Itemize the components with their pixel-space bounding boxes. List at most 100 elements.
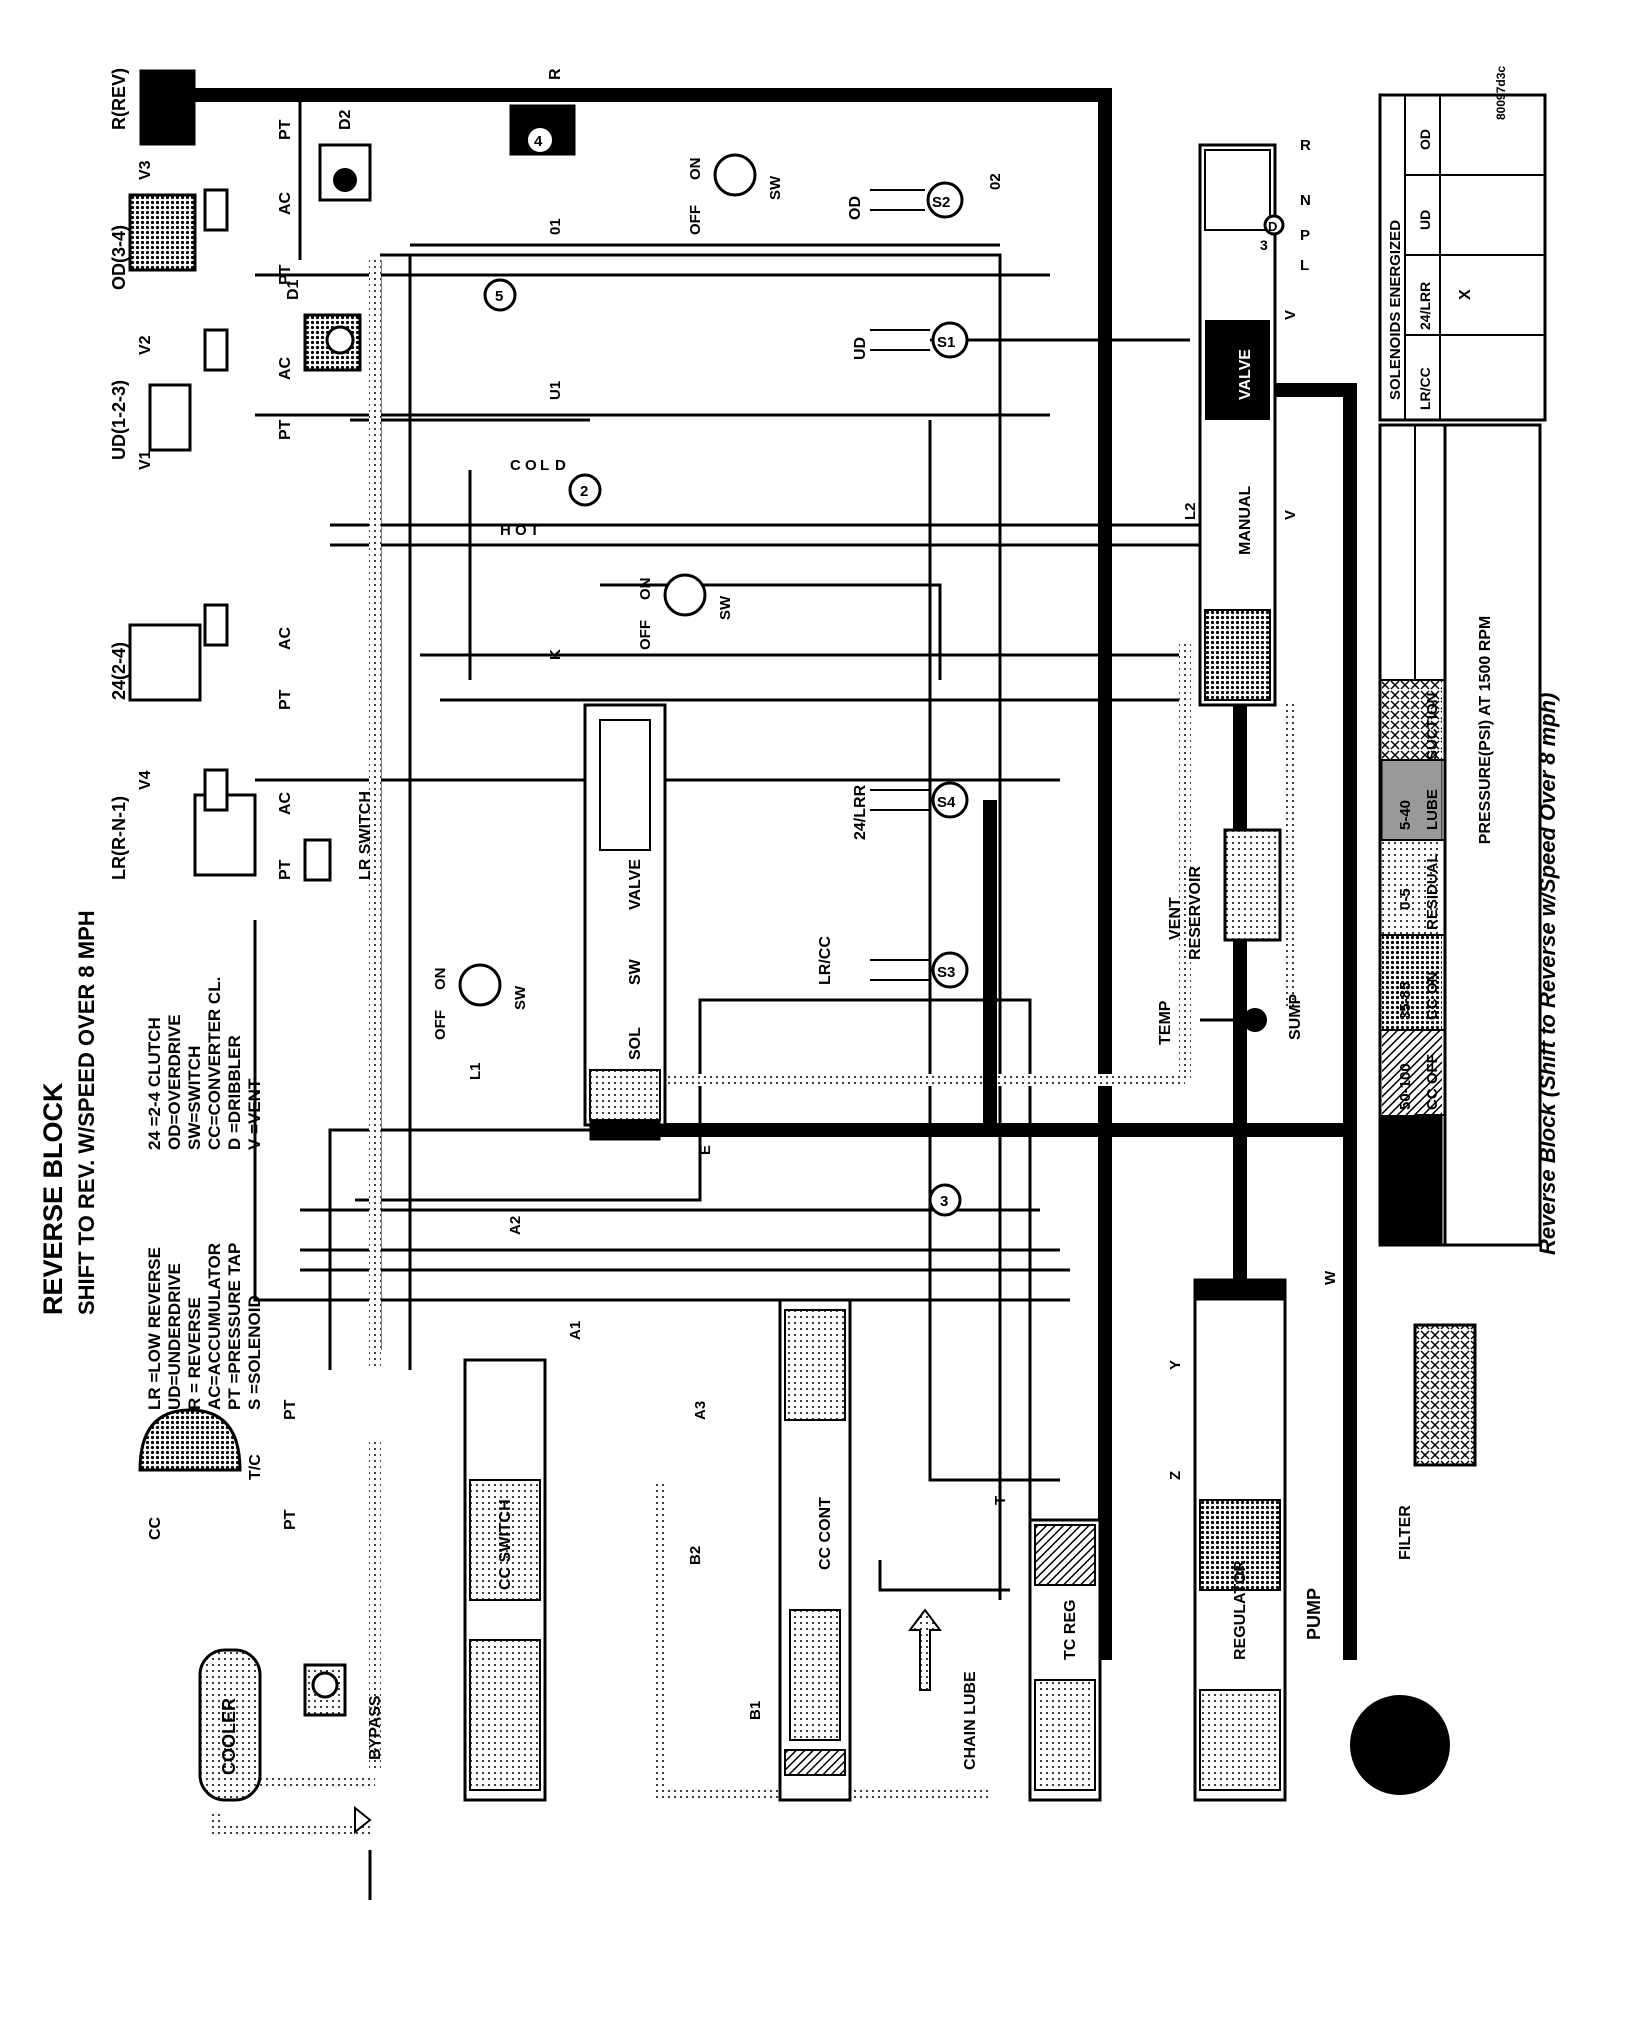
solenoid-table: SOLENOIDS ENERGIZED LR/CC 24/LRR UD OD X (1378, 93, 1547, 422)
pt-label: PT (282, 1509, 299, 1530)
cold-letter: C (510, 457, 521, 474)
pump-label: PUMP (1304, 1588, 1324, 1640)
check-number: 4 (534, 133, 543, 150)
clutch-reverse: R(REV) PT (109, 68, 294, 146)
cold-letter: D (555, 457, 566, 474)
solenoid-label: S2 (932, 194, 950, 211)
pressure-range: 50-100 (1397, 1063, 1414, 1110)
valve-label: V2 (137, 335, 154, 355)
passage-label: A2 (507, 1216, 524, 1235)
cooler-label: COOLER (219, 1698, 239, 1775)
bypass-label: BYPASS (367, 1695, 384, 1760)
chain-lube: CHAIN LUBE (908, 1608, 979, 1770)
valve-label: V1 (137, 450, 154, 470)
switch-off-label: OFF (432, 1010, 449, 1040)
pressure-name: RESIDUAL (1424, 853, 1441, 930)
ac-label: AC (277, 791, 294, 815)
clutch-label: OD(3-4) (109, 225, 129, 290)
passage-label: A3 (692, 1401, 709, 1420)
pt-label: PT (277, 419, 294, 440)
regulator-label: REGULATOR (1232, 1560, 1249, 1660)
cc-switch-valve: CC SWITCH (463, 1358, 547, 1802)
dribbler-label: D1 (285, 279, 302, 300)
clutch-label: R(REV) (109, 68, 129, 130)
valve-label: VALVE (627, 859, 644, 910)
check-5: 5 (483, 278, 517, 312)
pressure-switch-2: OFF ON SW (637, 573, 734, 650)
manual-valve-label: VALVE (1237, 349, 1254, 400)
clutch-label: 24(2-4) (109, 642, 129, 700)
cold-letter: O (525, 457, 537, 474)
gear-position: P (1300, 227, 1310, 244)
passage-label: 01 (547, 218, 564, 235)
vent-text: VENT (1167, 897, 1184, 940)
circuit-lines (195, 88, 1357, 1900)
pressure-range: 35-85 (1397, 982, 1414, 1020)
solenoid-side-label: 24/LRR (852, 784, 869, 840)
passage-label: L2 (1182, 502, 1199, 520)
dribbler-d1: D1 (285, 279, 362, 372)
reservoir-label: RESERVOIR (1187, 866, 1204, 960)
regulator-valve: REGULATOR (1193, 1278, 1287, 1802)
passage-label: 02 (987, 173, 1004, 190)
cc-cont-valve: CC CONT (778, 1298, 852, 1802)
pressure-switch-1: OFF ON SW (687, 153, 784, 235)
legend-item: OD=OVERDRIVE (165, 1014, 184, 1150)
hot-letter: H (500, 522, 511, 539)
passage-label: K (547, 649, 564, 660)
temp-label: TEMP (1157, 1000, 1174, 1045)
sol-sw-valve: SOL SW VALVE (583, 703, 667, 1141)
cc-cont-label: CC CONT (817, 1497, 834, 1570)
pressure-switch-3: OFF ON SW (432, 963, 529, 1040)
tc-reg-label: TC REG (1062, 1600, 1079, 1660)
clutch-ud: UD(1-2-3) V1 V2 PT AC (109, 328, 294, 470)
sol-label: SOL (627, 1027, 644, 1060)
check-4: 4 R (509, 68, 576, 156)
check-number: 2 (580, 483, 588, 500)
legend-left: LR =LOW REVERSE UD=UNDERDRIVE R = REVERS… (145, 1243, 264, 1410)
passage-label: T (992, 1496, 1009, 1505)
dribbler-d2: D2 (318, 109, 372, 202)
passage-label: B2 (687, 1546, 704, 1565)
solenoid-s1: S1 UD (852, 321, 969, 360)
ac-label: AC (277, 191, 294, 215)
passage-label: Z (1167, 1471, 1184, 1480)
switch-on-label: ON (687, 158, 704, 181)
cc-switch-label: CC SWITCH (497, 1499, 514, 1590)
diagram-subtitle: SHIFT TO REV. W/SPEED OVER 8 MPH (74, 910, 99, 1315)
switch-on-label: ON (637, 578, 654, 601)
manual-valve: VALVE MANUAL L2 V V R N D 3 L P (1182, 137, 1311, 707)
check-2: 2 (568, 473, 602, 507)
solenoid-mark: X (1457, 289, 1474, 300)
solenoid-label: S4 (937, 794, 956, 811)
legend-item: R = REVERSE (185, 1297, 204, 1410)
solenoid-s2: S2 OD 02 (847, 173, 1004, 220)
solenoid-label: S3 (937, 964, 955, 981)
diagram-title: REVERSE BLOCK (38, 1082, 68, 1315)
pressure-range: 0-5 (1397, 888, 1414, 910)
legend-item: SW=SWITCH (185, 1046, 204, 1150)
clutch-lr: LR(R-N-1) V4 PT AC (109, 768, 294, 880)
switch-label: SW (512, 985, 529, 1010)
pressure-table: 120-145 50-100 35-85 0-5 5-40 LINE CC OF… (1378, 423, 1542, 1247)
pressure-range: 120-145 (1397, 1185, 1414, 1240)
title-block: REVERSE BLOCK SHIFT TO REV. W/SPEED OVER… (38, 910, 99, 1315)
pressure-name: SUCTION (1424, 693, 1441, 761)
tc-reg-valve: TC REG (1028, 1518, 1102, 1802)
cold-hot-valve: C O L D H O T (500, 457, 566, 539)
solenoid-label: S1 (937, 334, 955, 351)
sw-label: SW (627, 958, 644, 985)
hot-letter: O (515, 522, 527, 539)
solenoid-side-label: UD (852, 337, 869, 360)
dribbler-label: D2 (337, 109, 354, 130)
filter-label: FILTER (1397, 1505, 1414, 1560)
r-label: R (547, 68, 564, 80)
solenoid-side-label: OD (847, 196, 864, 220)
switch-label: SW (717, 595, 734, 620)
tc-label: T/C (247, 1454, 264, 1480)
solenoid-column: LR/CC (1417, 367, 1433, 410)
passage-label: W (1322, 1270, 1339, 1285)
sump-label: SUMP (1287, 993, 1304, 1040)
